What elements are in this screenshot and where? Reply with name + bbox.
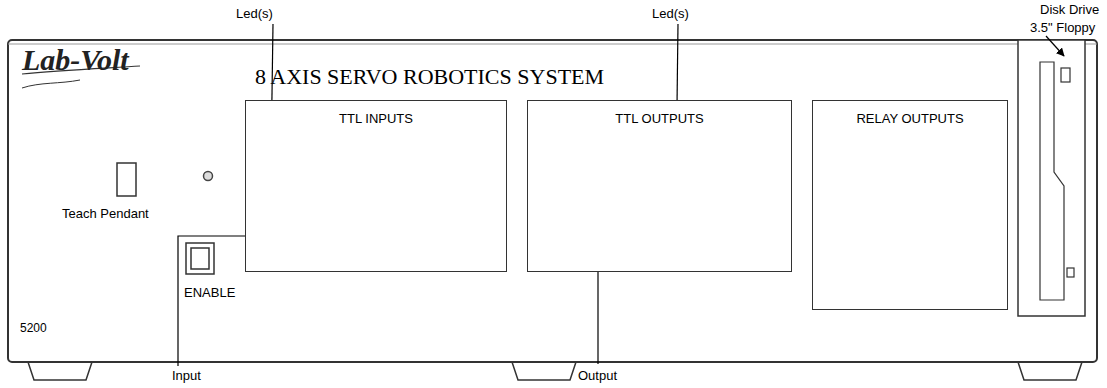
ttl-output-panel: TTL OUTPUTS (527, 100, 792, 272)
brand-logo: Lab-Volt (22, 44, 129, 76)
panel-heading: RELAY OUTPUTS (813, 111, 1007, 126)
callout-label: Input (172, 368, 201, 383)
callout-label: Led(s) (652, 6, 689, 21)
panel-heading: TTL OUTPUTS (528, 111, 791, 126)
panel-title: 8 AXIS SERVO ROBOTICS SYSTEM (255, 64, 604, 90)
part-label: Teach Pendant (62, 206, 149, 221)
relay-output-panel: RELAY OUTPUTS (812, 100, 1008, 310)
ttl-input-panel: TTL INPUTS (245, 100, 507, 272)
callout-label: Output (578, 368, 617, 383)
callout-label: Led(s) (236, 6, 273, 21)
part-label: ENABLE (184, 285, 235, 300)
callout-label: 3.5" Floppy (1030, 20, 1095, 35)
panel-heading: TTL INPUTS (246, 111, 506, 126)
model-number: 5200 (20, 321, 47, 336)
callout-label: Disk Drive (1040, 2, 1099, 17)
